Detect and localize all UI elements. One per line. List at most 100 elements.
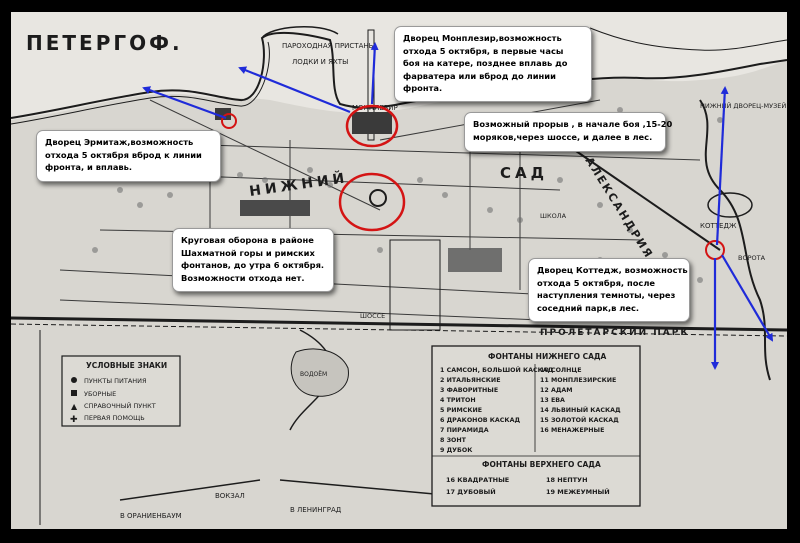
label-roadside: ШОССЕ: [360, 312, 385, 320]
arrow-cottage-southeast: [721, 254, 774, 342]
fountain-upper-17: 17 ДУБОВЫЙ: [446, 487, 496, 496]
fountains-left-column: 1 САМСОН, БОЛЬШОЙ КАСКАД 2 ИТАЛЬЯНСКИЕ 3 Ф…: [440, 365, 554, 454]
reservoir: [290, 348, 349, 397]
fountain-lower-left-4: 4 ТРИТОН: [440, 397, 476, 404]
fountain-upper-18: 18 НЕПТУН: [546, 476, 588, 484]
callout-line: боя на катере, позднее вплавь до: [403, 58, 568, 69]
fountains-right-column: 10 СОЛНЦЕ 11 МОНПЛЕЗИРСКИЕ 12 АДАМ 13 ЕВА14…: [540, 367, 621, 434]
label-monplaisir: МОНПЛЕЗИР: [352, 104, 398, 112]
escape-arrows: [142, 42, 774, 370]
callout-line: Дворец Коттедж, возможность: [537, 265, 688, 275]
fountain-lower-right-6: 15 ЗОЛОТОЙ КАСКАД: [540, 415, 619, 424]
marker-hermitage: [221, 113, 237, 129]
callout-line: Возможности отхода нет.: [181, 272, 305, 283]
fountain-lower-left-3: 3 ФАВОРИТНЫЕ: [440, 387, 498, 394]
fountain-lower-right-7: 16 МЕНАЖЕРНЫЕ: [540, 427, 604, 434]
marker-roman-fountains: [338, 172, 406, 232]
callout-line: фонтанов, до утра 6 октября.: [181, 260, 325, 271]
fountains-table: ФОНТАНЫ НИЖНЕГО САДА 1 САМСОН, БОЛЬШОЙ К…: [431, 345, 641, 507]
map-title: ПЕТЕРГОФ.: [26, 31, 183, 55]
oranienbaum-road: [119, 479, 261, 501]
callout-line: Возможный прорыв , в начале боя ,15-20: [473, 119, 673, 129]
fountains-upper-title: ФОНТАНЫ ВЕРХНЕГО САДА: [482, 460, 601, 469]
monplaisir-building: [352, 112, 392, 134]
callout-defense: Круговая оборона в районе Шахматной горы…: [172, 228, 334, 292]
callout-line: фронта, и вплавь.: [45, 162, 133, 173]
label-gate: ВОРОТА: [738, 254, 766, 262]
coastline: [10, 31, 788, 119]
fountain-lower-left-5: 5 РИМСКИЕ: [440, 407, 482, 414]
callout-monplaisir: Дворец Монплезир,возможность отхода 5 ок…: [394, 26, 592, 102]
fountain-lower-right-3: 12 АДАМ: [540, 387, 573, 394]
arrow-cottage-north: [715, 86, 729, 246]
label-station: ВОКЗАЛ: [215, 492, 245, 500]
arrow-monplaisir-northwest: [238, 66, 351, 114]
legend-item-food: ПУНКТЫ ПИТАНИЯ: [84, 377, 147, 385]
coastline-inner: [10, 41, 270, 125]
fountain-lower-right-5: 14 ЛЬВИНЫЙ КАСКАД: [540, 405, 621, 414]
river: [699, 99, 771, 381]
callout-breakout: Возможный прорыв , в начале боя ,15-20 м…: [464, 112, 673, 152]
fountain-upper-19: 19 МЕЖЕУМНЫЙ: [546, 487, 610, 496]
legend-title: УСЛОВНЫЕ ЗНАКИ: [86, 361, 167, 370]
callout-line: наступления темноты, через: [537, 290, 676, 301]
hermitage-building: [215, 108, 231, 120]
callout-cottage: Дворец Коттедж, возможность отхода 5 окт…: [528, 258, 690, 322]
bay-line: [589, 27, 788, 51]
upper-buildings: [448, 248, 502, 272]
marker-monplaisir: [345, 104, 399, 148]
callout-line: отхода 5 октября вброд к линии: [45, 149, 202, 160]
label-proletarsky: ПРОЛЕТАРСКИЙ ПАРК: [540, 326, 690, 338]
legend-item-aid: ПЕРВАЯ ПОМОЩЬ: [84, 414, 145, 422]
label-boats: ЛОДКИ И ЯХТЫ: [292, 58, 348, 66]
callout-line: отхода 5 октября, после: [537, 277, 656, 288]
fountain-lower-left-7: 7 ПИРАМИДА: [440, 427, 489, 434]
callout-hermitage: Дворец Эрмитаж,возможность отхода 5 октя…: [36, 130, 221, 182]
railway: [10, 316, 788, 332]
alexandria-border: [559, 139, 721, 251]
label-school: ШКОЛА: [540, 212, 567, 220]
fountains-lower-title: ФОНТАНЫ НИЖНЕГО САДА: [488, 352, 607, 361]
first-aid-icon: ✚: [70, 415, 78, 425]
callout-line: Дворец Монплезир,возможность: [403, 33, 562, 43]
callout-line: фронта.: [403, 83, 443, 94]
callout-line: отхода 5 октября, в первые часы: [403, 45, 564, 56]
info-point-icon: ▲: [71, 402, 78, 411]
roman-fountains-symbol: [369, 189, 387, 207]
callout-line: моряков,через шоссе, и далее в лес.: [473, 131, 653, 142]
fountain-lower-left-6: 6 ДРАКОНОВ КАСКАД: [440, 417, 520, 424]
callout-line: фарватера или вброд до линии: [403, 70, 556, 81]
callout-line: соседний парк,в лес.: [537, 302, 640, 313]
label-pier: ПАРОХОДНАЯ ПРИСТАНЬ: [282, 42, 374, 50]
label-nizhny-palace: НИЖНИЙ ДВОРЕЦ-МУЗЕЙ: [700, 101, 786, 110]
toilet-icon: [71, 390, 77, 396]
fountain-upper-16: 16 КВАДРАТНЫЕ: [446, 476, 509, 484]
fountain-lower-left-9: 9 ДУБОК: [440, 447, 473, 454]
map-legend: УСЛОВНЫЕ ЗНАКИ ПУНКТЫ ПИТАНИЯ УБОРНЫЕ ▲ …: [61, 355, 181, 427]
pier-outline: [261, 26, 339, 39]
fountain-lower-left-8: 8 ЗОНТ: [440, 437, 467, 444]
callout-line: Круговая оборона в районе: [181, 235, 314, 245]
fountain-lower-right-1: 10 СОЛНЦЕ: [540, 367, 582, 374]
label-oranienbaum: В ОРАНИЕНБАУМ: [120, 512, 182, 520]
food-point-icon: [71, 377, 77, 383]
fountain-lower-right-2: 11 МОНПЛЕЗИРСКИЕ: [540, 377, 616, 384]
callout-line: Дворец Эрмитаж,возможность: [45, 137, 194, 147]
fountain-lower-left-1: 1 САМСОН, БОЛЬШОЙ КАСКАД: [440, 365, 554, 374]
label-garden: САД: [500, 164, 548, 182]
grand-palace-building: [240, 200, 310, 216]
legend-item-toilet: УБОРНЫЕ: [84, 390, 116, 398]
upper-garden-block: [389, 239, 441, 331]
pond: [707, 192, 753, 218]
callout-line: Шахматной горы и римских: [181, 247, 315, 258]
arrow-monplaisir-north: [370, 42, 379, 105]
label-leningrad: В ЛЕНИНГРАД: [290, 506, 342, 514]
fountain-lower-left-2: 2 ИТАЛЬЯНСКИЕ: [440, 377, 501, 384]
garden-alleys: [39, 99, 701, 330]
railway-ties: [10, 323, 788, 337]
arrow-hermitage-west: [142, 86, 227, 120]
fountain-lower-right-4: 13 ЕВА: [540, 397, 565, 404]
label-reservoir: ВОДОЁМ: [300, 371, 327, 378]
legend-item-info: СПРАВОЧНЫЙ ПУНКТ: [84, 401, 156, 410]
